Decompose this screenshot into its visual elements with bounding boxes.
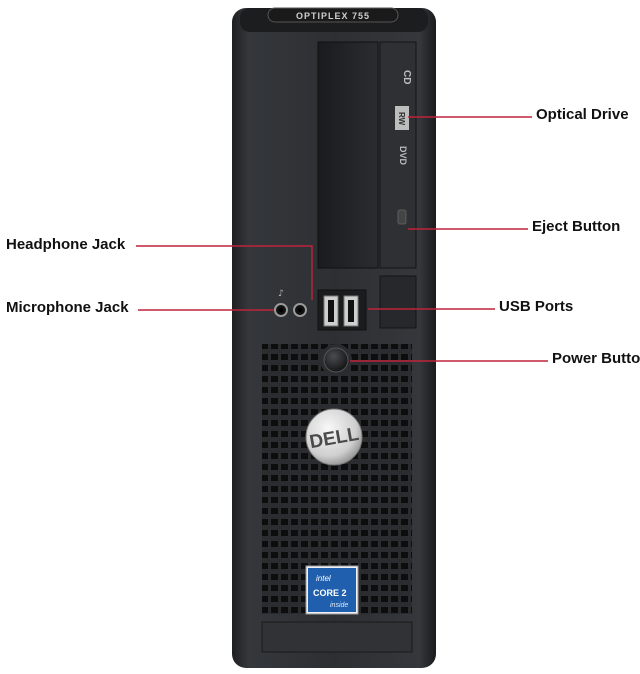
case-base xyxy=(261,621,413,653)
drive-logo-dvd: DVD xyxy=(398,146,408,166)
headphone-jack-label: Headphone Jack xyxy=(6,236,126,253)
optical-drive[interactable] xyxy=(379,41,417,269)
eject-button-label: Eject Button xyxy=(532,218,621,235)
cpu-badge-line3: inside xyxy=(330,602,348,609)
usb-ports-label: USB Ports xyxy=(499,298,574,315)
model-badge xyxy=(267,7,399,23)
leader-lines xyxy=(136,116,548,362)
optical-drive-label: Optical Drive xyxy=(536,106,629,123)
headphone-symbol: ♪ xyxy=(278,289,284,299)
leader-headphone-jack xyxy=(136,245,313,300)
headphone-jack-hole xyxy=(298,308,302,312)
usb-port-1-slot xyxy=(328,300,334,322)
microphone-jack-label: Microphone Jack xyxy=(6,299,129,316)
cpu-badge-band xyxy=(308,568,356,612)
lower-bay-strip xyxy=(379,275,417,329)
drive-logo-rw: RW xyxy=(397,112,406,126)
usb-port-2-slot xyxy=(348,300,354,322)
microphone-jack-hole xyxy=(279,308,283,312)
cpu-badge-line1: intel xyxy=(316,574,331,583)
drive-logo-cd: CD xyxy=(401,70,412,84)
model-badge-text: OPTIPLEX 755 xyxy=(296,11,370,21)
drive-bay-cover xyxy=(317,41,379,269)
drive-logo-rw-box xyxy=(395,106,409,130)
power-button-label: Power Butto xyxy=(552,350,640,367)
cpu-badge-line2: CORE 2 xyxy=(313,588,347,598)
dell-logo xyxy=(305,408,363,466)
eject-button[interactable] xyxy=(397,209,407,225)
power-button[interactable] xyxy=(323,347,349,373)
